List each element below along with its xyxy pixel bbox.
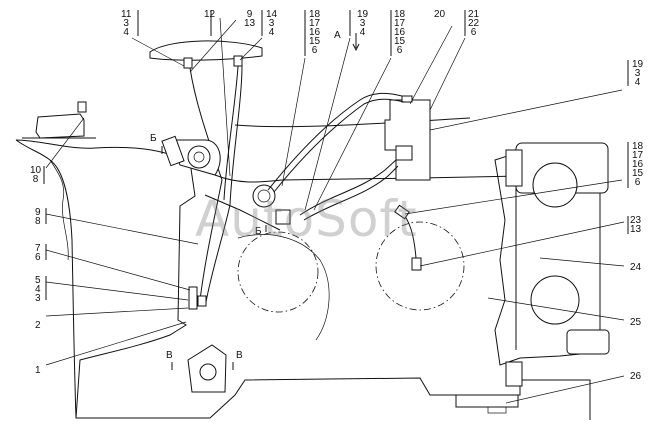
callout-rules [43,10,629,300]
callout-24: 24 [630,262,642,273]
bottom-foot-pad [487,406,507,414]
central-body-upper [214,174,521,183]
hose-cap-right [223,65,239,201]
view-arrow-a [352,33,360,52]
tube-c [299,159,397,216]
section-letter-v-left: В [166,350,173,361]
lower-lever-pin [199,363,217,381]
tube-a [267,92,403,191]
tube-d [303,165,399,221]
callout-26: 26 [630,371,642,382]
callout-25: 25 [630,317,642,328]
hose-right-top-fitting [394,204,410,220]
central-long-line [234,117,471,128]
bottom-foot [455,394,519,408]
control-block-top-port [401,95,413,103]
view-letter-a: А [334,30,341,41]
hose-right-end-fitting [411,257,422,271]
central-body-lower [204,194,281,231]
leader-lines [45,17,625,404]
left-hose-outer [199,179,223,301]
section-letter-b-center: Б [255,226,262,237]
callout-2: 2 [35,320,41,331]
center-gear-arc [237,234,330,341]
top-left-mount [35,113,85,139]
left-wavy-break [49,159,69,261]
lower-wheel [530,275,580,325]
gauge-face [257,189,271,203]
top-left-fitting [77,101,87,113]
callout-12: 12 [204,9,216,20]
control-block-valve [395,145,413,161]
top-cap [149,40,263,61]
left-hose-inner [205,204,231,303]
callout-20: 20 [434,9,446,20]
dashed-circle-left [237,231,319,313]
left-frame-edge [15,139,77,419]
tube-b [273,98,405,193]
hose-cap-right-2 [229,65,243,206]
dashed-circle-right [375,221,465,311]
cap-fitting-right [233,55,243,67]
right-lower-bracket [505,361,523,387]
pivot-pin-inner [193,151,205,163]
left-fitting-small [197,295,207,307]
gauge-fitting [275,209,291,225]
left-fitting-stack [188,286,198,310]
lower-wheel-frame [566,329,610,355]
gauge-body [252,184,276,208]
section-letter-b-left: Б [150,133,157,144]
left-frame-outline [15,139,591,420]
pivot-clamp [161,135,185,167]
section-letter-v-right: В [236,350,243,361]
pivot-pin [187,145,211,169]
upper-wheel [532,162,578,208]
callout-1: 1 [35,365,41,376]
cap-fitting-left [183,57,193,69]
control-block [384,99,431,181]
right-upper-bracket [505,149,523,187]
